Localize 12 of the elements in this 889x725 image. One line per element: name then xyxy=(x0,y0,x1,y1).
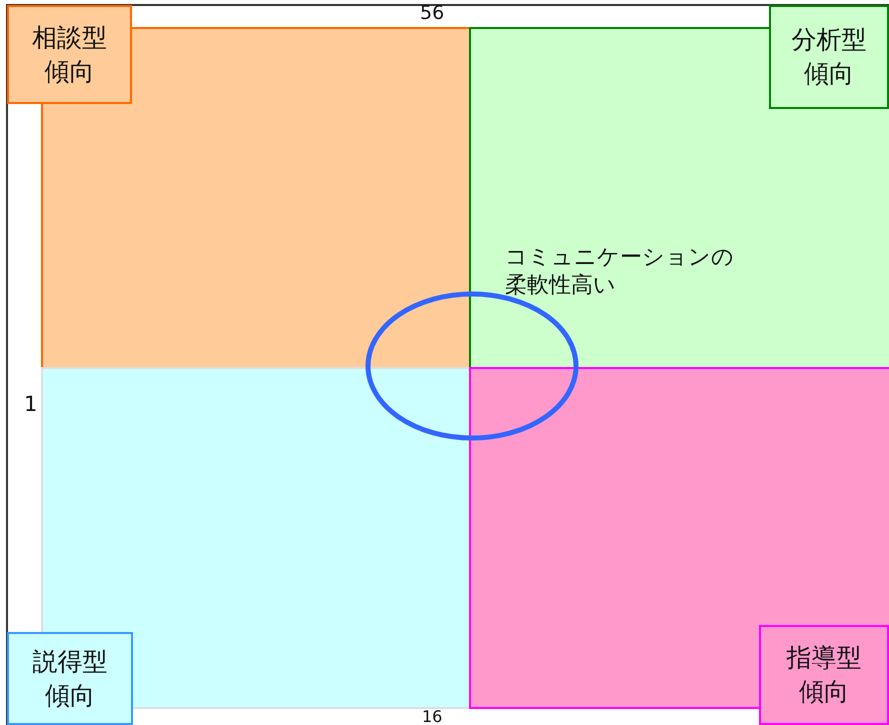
axis-tick-label: 1 xyxy=(24,392,38,416)
label-box xyxy=(7,5,132,104)
annotation-text: コミュニケーションの柔軟性高い xyxy=(505,244,735,299)
quadrant-label: 指導型傾向 xyxy=(786,642,862,708)
axis-tick-label: 16 xyxy=(422,707,442,725)
quadrant-label: 相談型傾向 xyxy=(31,22,108,88)
label-box xyxy=(7,632,133,725)
label-box xyxy=(769,5,889,109)
quadrant-label: 分析型傾向 xyxy=(790,24,868,90)
quadrant-label: 説得型傾向 xyxy=(32,646,108,712)
axis-tick-label: 56 xyxy=(420,2,444,24)
label-box xyxy=(759,625,889,725)
